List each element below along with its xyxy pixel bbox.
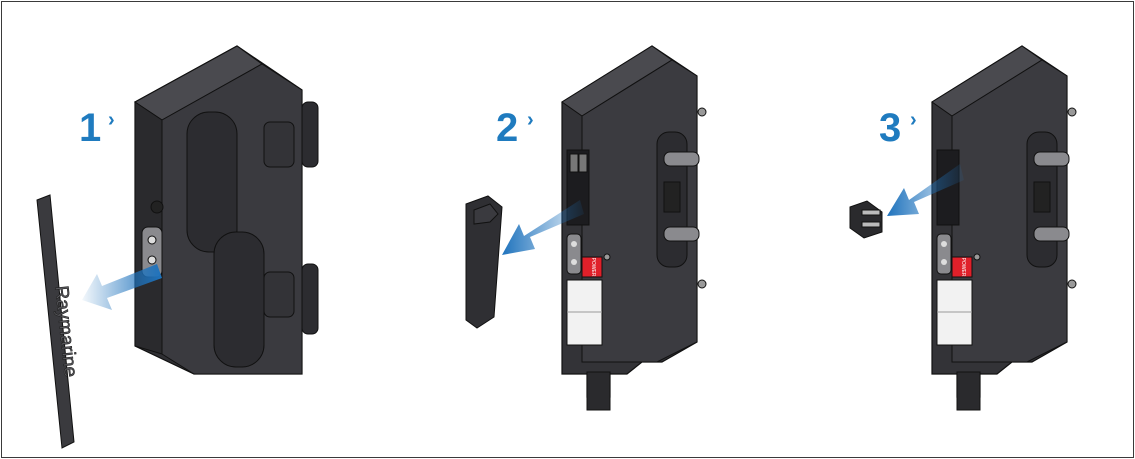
removal-arrow-icon — [887, 164, 964, 216]
power-label-text: POWER — [960, 258, 966, 277]
device-body: POWER — [561, 45, 707, 411]
step-2-chevron-icon: › — [527, 109, 534, 131]
removed-cover — [465, 195, 503, 329]
step-2-panel: 2 › — [402, 2, 762, 457]
step-3-illustration: POWER — [849, 45, 1077, 411]
device-body — [134, 45, 319, 375]
step-2-illustration: POWER — [465, 45, 707, 411]
raymarine-cover: Raymarine — [36, 194, 81, 449]
step-2-number: 2 — [496, 106, 519, 150]
cover-logo-text: Raymarine — [50, 285, 80, 379]
step-3-chevron-icon: › — [910, 109, 917, 131]
device-body: POWER — [931, 45, 1077, 411]
power-label — [581, 256, 603, 278]
step-1-number: 1 — [79, 106, 102, 150]
step-1-illustration: Raymarine — [36, 45, 319, 449]
step-1-chevron-icon: › — [108, 109, 115, 131]
step-3-number: 3 — [879, 106, 902, 150]
removal-arrow-icon — [502, 200, 584, 255]
step-1-panel: 1 › — [2, 2, 372, 457]
power-label-text: POWER — [590, 258, 596, 277]
removal-arrow-icon — [82, 264, 162, 310]
power-label — [951, 256, 973, 278]
step-3-panel: 3 › POWER — [772, 2, 1132, 457]
removed-fuse — [849, 200, 883, 239]
